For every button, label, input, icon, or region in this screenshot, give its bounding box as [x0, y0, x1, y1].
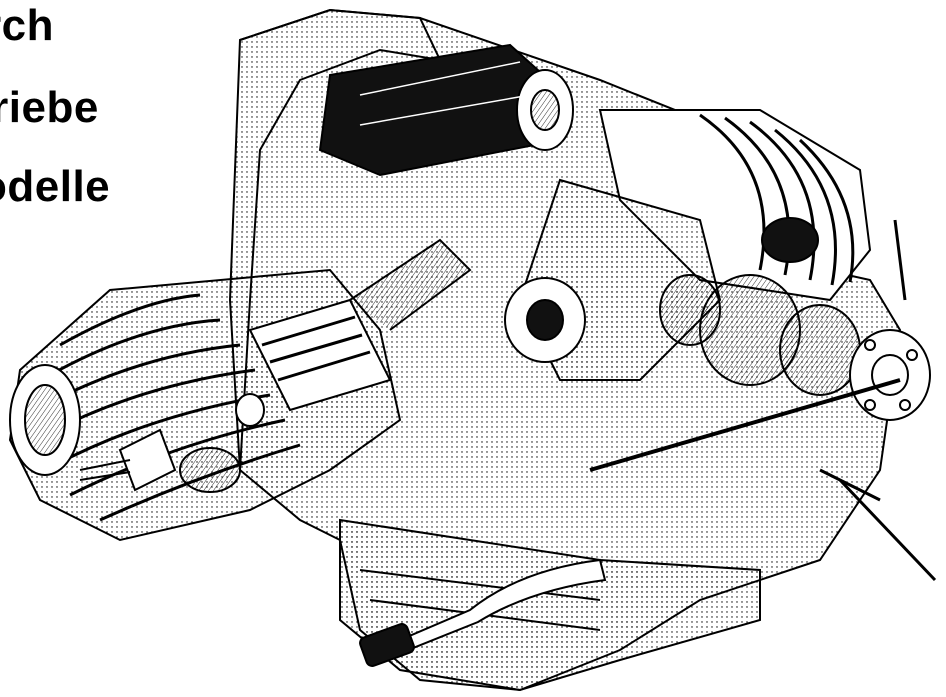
title-line-3: odelle [0, 162, 111, 211]
starter-motor [318, 43, 574, 177]
title-line-2: triebe [0, 83, 99, 132]
carburetor [79, 393, 265, 493]
piston [248, 238, 472, 412]
title-line-1: rch [0, 1, 54, 50]
kickstart-lever [359, 558, 607, 667]
right-cylinder [598, 109, 872, 302]
flywheel [504, 178, 722, 381]
side-stand [819, 219, 937, 582]
